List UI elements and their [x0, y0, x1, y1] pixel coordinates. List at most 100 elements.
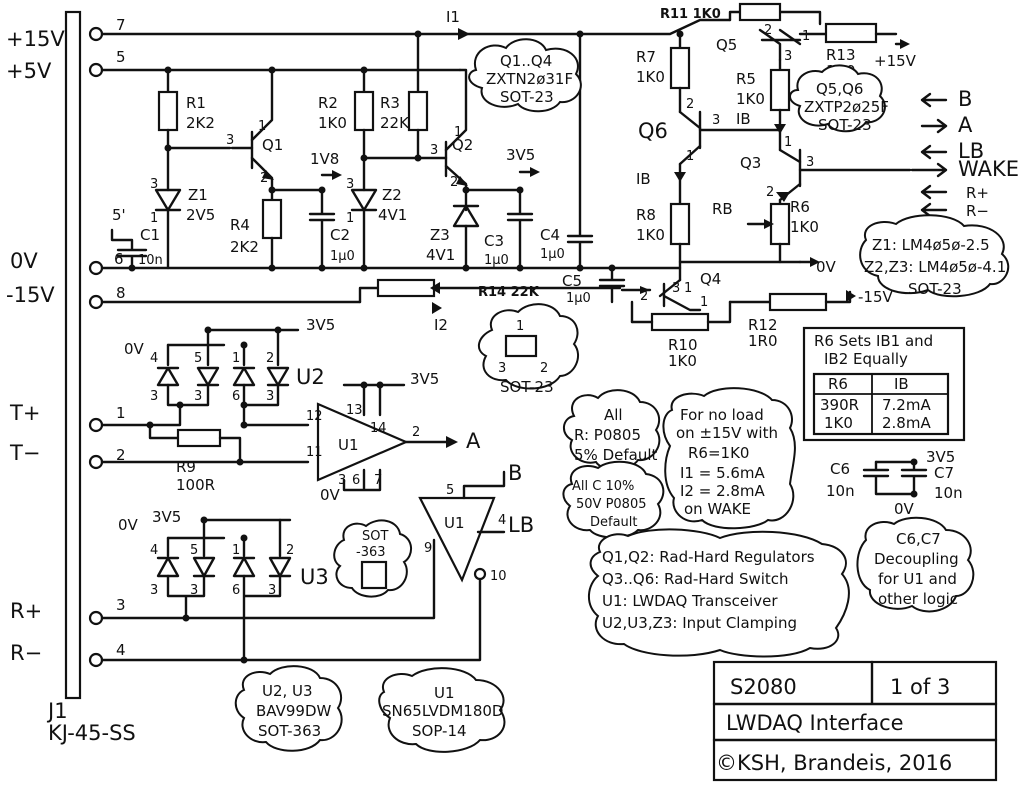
svg-text:1K0: 1K0 — [790, 218, 819, 236]
svg-text:5: 5 — [194, 351, 202, 366]
svg-text:I1 = 5.6mA: I1 = 5.6mA — [680, 464, 766, 482]
q2-transistor: 3 1 2 Q2 — [414, 68, 473, 192]
svg-text:©KSH, Brandeis, 2016: ©KSH, Brandeis, 2016 — [716, 751, 952, 775]
svg-text:Q6: Q6 — [638, 119, 668, 143]
svg-text:3: 3 — [346, 177, 354, 192]
svg-text:U1: U1 — [444, 514, 465, 532]
svg-text:1μ0: 1μ0 — [484, 253, 509, 268]
svg-text:1: 1 — [150, 211, 158, 226]
svg-text:2K2: 2K2 — [186, 114, 215, 132]
svg-text:0V: 0V — [894, 500, 915, 518]
svg-text:4: 4 — [150, 351, 158, 366]
side-signals: B A LB WAKE R+ R− — [910, 87, 1019, 220]
note-roles: Q1,Q2: Rad-Hard Regulators Q3..Q6: Rad-H… — [588, 528, 850, 658]
current-i2: I2 — [432, 302, 448, 334]
svg-text:1K0: 1K0 — [318, 114, 347, 132]
input-t-lines: R9 100R — [100, 403, 310, 494]
svg-text:100R: 100R — [176, 476, 215, 494]
svg-text:SOT-23: SOT-23 — [908, 280, 962, 298]
u3-clamp: 0V 3V5 4 5 1 2 3 3 6 3 U3 — [118, 508, 329, 664]
svg-text:12: 12 — [306, 409, 323, 424]
svg-text:6: 6 — [352, 473, 360, 488]
connector-part: KJ-45-SS — [48, 721, 136, 745]
svg-text:Z3: Z3 — [430, 226, 450, 244]
svg-text:10n: 10n — [934, 484, 963, 502]
svg-text:R5: R5 — [736, 70, 756, 88]
svg-text:A: A — [466, 429, 481, 453]
c5-capacitor: C5 1μ0 — [562, 264, 626, 306]
svg-text:All C 10%: All C 10% — [572, 479, 634, 494]
svg-text:1: 1 — [684, 281, 692, 296]
svg-text:6: 6 — [232, 389, 240, 404]
r14-resistor: R14 22K — [376, 278, 622, 300]
note-zener-parts: Z1: LM4ø5ø-2.5 Z2,Z3: LM4ø5ø-4.1 SOT-23 — [859, 214, 1010, 298]
svg-text:1K0: 1K0 — [636, 226, 665, 244]
svg-text:A: A — [958, 113, 973, 137]
pin-num-2: 2 — [116, 446, 126, 464]
svg-text:C6: C6 — [830, 460, 850, 478]
svg-text:2.8mA: 2.8mA — [882, 414, 931, 432]
svg-text:Q5: Q5 — [716, 36, 737, 54]
svg-text:1: 1 — [258, 119, 266, 134]
svg-text:1: 1 — [346, 211, 354, 226]
svg-text:For no load: For no load — [680, 406, 764, 424]
svg-text:on ±15V with: on ±15V with — [676, 424, 778, 442]
svg-text:1: 1 — [232, 543, 240, 558]
c4-capacitor: C4 1μ0 — [540, 30, 594, 272]
pin-num-1: 1 — [116, 404, 126, 422]
svg-text:R−: R− — [966, 202, 989, 220]
svg-text:11: 11 — [306, 445, 323, 460]
svg-text:0V: 0V — [118, 516, 139, 534]
svg-text:3V5: 3V5 — [506, 146, 535, 164]
svg-text:1V8: 1V8 — [310, 150, 339, 168]
r2-resistor: R2 1K0 — [318, 66, 375, 160]
note-sot23: 1 3 2 SOT-23 — [477, 303, 579, 396]
note-q1q4: Q1..Q4 ZXTN2ø31F SOT-23 — [468, 38, 582, 113]
pin-label-p5v: +5V — [6, 59, 52, 83]
svg-text:3: 3 — [268, 583, 276, 598]
svg-text:C7: C7 — [934, 464, 954, 482]
svg-text:14: 14 — [370, 421, 387, 436]
svg-text:Q1..Q4: Q1..Q4 — [500, 52, 552, 70]
pin-label-p15v: +15V — [6, 27, 65, 51]
svg-text:LB: LB — [508, 513, 534, 537]
svg-text:IB2 Equally: IB2 Equally — [824, 350, 908, 368]
svg-text:2: 2 — [764, 23, 772, 38]
svg-text:3: 3 — [150, 583, 158, 598]
note-all-c: All C 10% 50V P0805 Default — [562, 460, 665, 539]
svg-text:R4: R4 — [230, 216, 250, 234]
svg-text:6: 6 — [232, 583, 240, 598]
note-u2u3: U2, U3 BAV99DW SOT-363 — [234, 665, 343, 752]
svg-text:1: 1 — [802, 29, 810, 44]
svg-text:R6: R6 — [828, 375, 848, 393]
u1-receiver: A U1 3V5 0V 13 14 12 11 2 3 6 7 — [306, 370, 481, 504]
svg-text:1μ0: 1μ0 — [566, 291, 591, 306]
q4-transistor: Q4 1 2 3 1 — [620, 270, 721, 312]
connector-name: J1 — [46, 699, 68, 723]
svg-text:Q2: Q2 — [452, 136, 473, 154]
svg-text:4V1: 4V1 — [426, 246, 455, 264]
r7-resistor: R7 1K0 — [636, 30, 691, 114]
pin-num-6: 6 — [114, 250, 124, 268]
svg-text:1K0: 1K0 — [736, 90, 765, 108]
r6-resistor: RB R6 1K0 0V — [712, 198, 837, 276]
svg-text:I2 = 2.8mA: I2 = 2.8mA — [680, 482, 766, 500]
svg-text:10: 10 — [490, 569, 507, 584]
svg-text:ZXTN2ø31F: ZXTN2ø31F — [486, 70, 573, 88]
svg-text:4: 4 — [498, 513, 506, 528]
svg-text:3V5: 3V5 — [306, 316, 335, 334]
svg-text:3: 3 — [672, 281, 680, 296]
r10-resistor: R10 1K0 — [630, 300, 732, 370]
u1-driver: U1 B LB 5 4 9 10 — [100, 461, 534, 662]
svg-text:R14 22K: R14 22K — [478, 285, 540, 300]
svg-text:2: 2 — [286, 543, 294, 558]
pin-label-tminus: T− — [9, 441, 40, 465]
svg-text:R13: R13 — [826, 46, 856, 64]
pin-label-rminus: R− — [10, 641, 42, 665]
svg-text:LWDAQ Interface: LWDAQ Interface — [726, 711, 904, 735]
r5-resistor: R5 1K0 IB — [736, 58, 791, 152]
note-noload: For no load on ±15V with R6=1K0 I1 = 5.6… — [662, 387, 796, 530]
svg-text:2: 2 — [266, 351, 274, 366]
svg-text:C2: C2 — [330, 226, 350, 244]
c1-capacitor: C1 10n — [110, 226, 163, 272]
